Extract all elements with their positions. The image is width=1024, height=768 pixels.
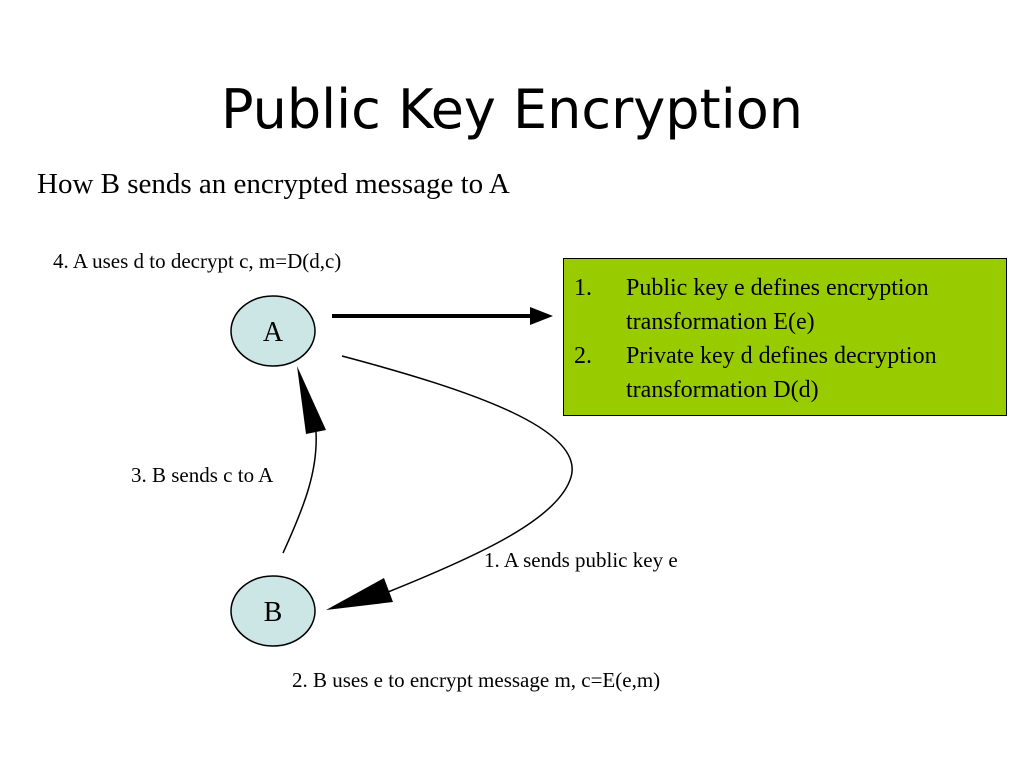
step-1-label: 1. A sends public key e <box>484 548 678 572</box>
node-b-label: B <box>264 597 283 628</box>
step-3-label: 3. B sends c to A <box>131 463 274 487</box>
info-item-number: 1. <box>574 275 592 301</box>
info-item-line: Public key e defines encryption <box>626 275 929 301</box>
info-item-line: transformation E(e) <box>626 309 815 335</box>
step-4-label: 4. A uses d to decrypt c, m=D(d,c) <box>53 249 342 273</box>
node-b: B <box>230 575 316 647</box>
node-a: A <box>230 295 316 367</box>
info-item-text: Public key e defines encryption transfor… <box>626 271 998 339</box>
arrow-b-to-a <box>282 366 326 554</box>
node-a-label: A <box>263 317 284 348</box>
arrow-a-to-b <box>326 355 573 610</box>
info-item: 2. Private key d defines decryption tran… <box>574 339 998 407</box>
info-box: 1. Public key e defines encryption trans… <box>563 258 1007 416</box>
slide-subtitle: How B sends an encrypted message to A <box>37 168 510 200</box>
info-item-line: transformation D(d) <box>626 377 819 403</box>
info-item-line: Private key d defines decryption <box>626 343 937 369</box>
info-item-number: 2. <box>574 343 592 369</box>
arrow-a-to-infobox <box>332 307 553 325</box>
step-2-label: 2. B uses e to encrypt message m, c=E(e,… <box>292 668 661 692</box>
info-item-text: Private key d defines decryption transfo… <box>626 339 998 407</box>
slide-title: Public Key Encryption <box>221 78 803 141</box>
info-item: 1. Public key e defines encryption trans… <box>574 271 998 339</box>
